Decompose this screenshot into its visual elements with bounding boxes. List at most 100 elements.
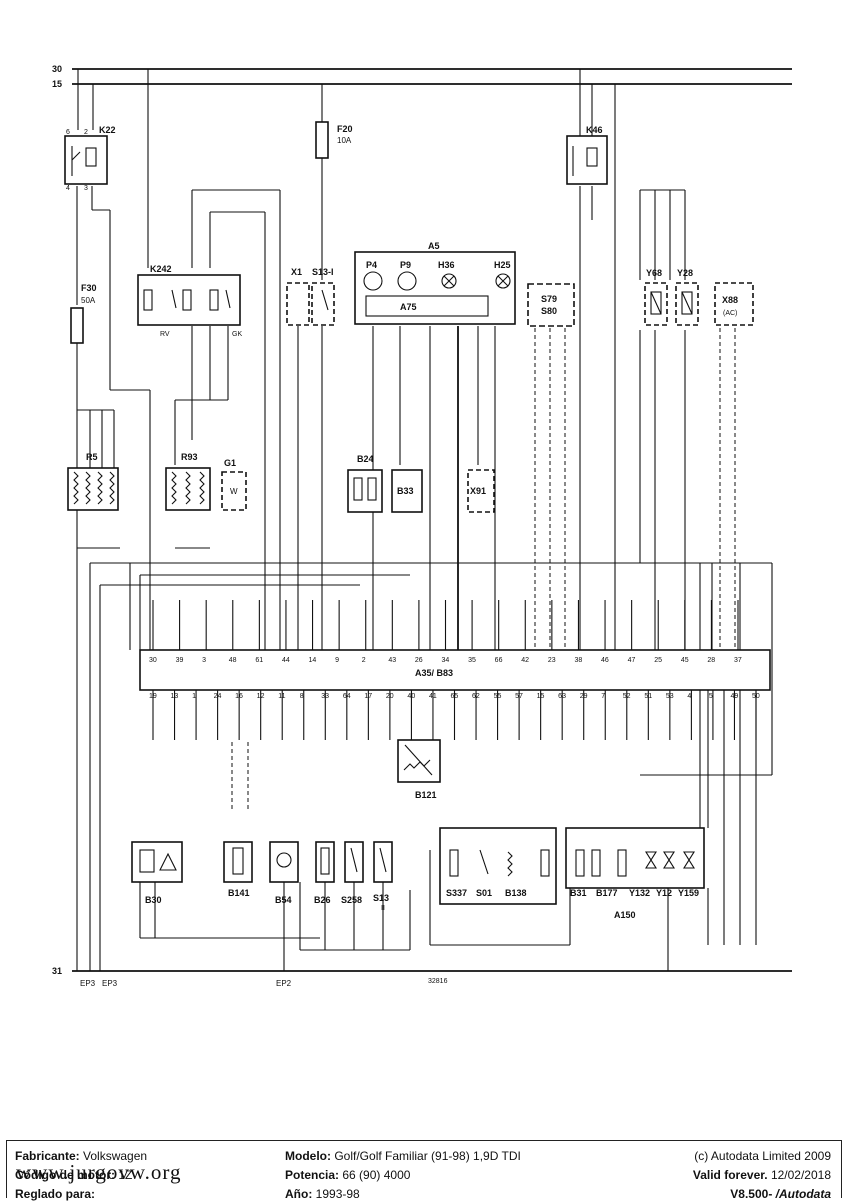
cluster-wires [174, 326, 496, 650]
b26-label: B26 [314, 895, 331, 905]
fuse-f30: F30 50A [70, 283, 97, 344]
h36-label: H36 [438, 260, 455, 270]
relay-k46: K46 [566, 125, 608, 185]
valve-y68: Y68 [644, 268, 668, 326]
b30-label: B30 [145, 895, 162, 905]
f30-label: F30 [81, 283, 97, 293]
wiring-diagram: 30 15 31 [52, 64, 792, 988]
b31-label: B31 [570, 888, 587, 898]
title-block-middle: Modelo: Golf/Golf Familiar (91-98) 1,9D … [285, 1147, 521, 1204]
ecu-pin-top-1: 39 [176, 657, 184, 664]
k22-label: K22 [99, 125, 116, 135]
s337-label: S337 [446, 888, 467, 898]
connector-x91: X91 [467, 469, 495, 513]
heater-r93: R93 [165, 452, 211, 511]
ground-labels: EP3 EP3 EP2 32816 [80, 978, 448, 988]
ecu-pin-top-22: 37 [734, 657, 742, 664]
b141-label: B141 [228, 888, 250, 898]
instrument-cluster-a5: A5 P4 P9 H36 H25 A75 [354, 241, 516, 325]
version: V8.500- [730, 1187, 773, 1201]
s13i-label: S13-I [312, 267, 334, 277]
ecu-pin-top-10: 26 [415, 657, 423, 664]
fabricante-label: Fabricante: [15, 1149, 80, 1163]
valid-label: Valid forever. [692, 1168, 768, 1182]
ecu-pin-top-8: 2 [362, 657, 366, 664]
ecu-pin-top-9: 43 [388, 657, 396, 664]
y12-label: Y12 [656, 888, 672, 898]
ecu-pin-top-14: 42 [521, 657, 529, 664]
ecu-pin-top-16: 38 [574, 657, 582, 664]
watermark: www.jurgovw.org [16, 1160, 182, 1184]
switch-s79-s80: S79 S80 [527, 283, 575, 327]
brand-logo: /Autodata [775, 1187, 831, 1201]
sensor-b26: B26 [314, 841, 335, 905]
sensor-b121: B121 [397, 739, 441, 800]
diagram-ref: 32816 [428, 978, 448, 985]
ecu-pin-top-15: 23 [548, 657, 556, 664]
sensor-b141: B141 [223, 841, 253, 898]
x91-label: X91 [470, 486, 486, 496]
ecu-pin-top-11: 34 [442, 657, 450, 664]
s01-label: S01 [476, 888, 492, 898]
ecu-pin-top-0: 30 [149, 657, 157, 664]
svg-text:4: 4 [66, 185, 70, 192]
y68-label: Y68 [646, 268, 662, 278]
a5-label: A5 [428, 241, 440, 251]
b177-label: B177 [596, 888, 618, 898]
b24-label: B24 [357, 454, 374, 464]
b121-label: B121 [415, 790, 437, 800]
ecu-pin-top-4: 61 [255, 657, 263, 664]
sensor-b54: B54 [269, 841, 299, 905]
ecu-pin-top-13: 66 [495, 657, 503, 664]
x88-note: (AC) [723, 310, 737, 317]
b33-label: B33 [397, 486, 414, 496]
svg-text:6: 6 [66, 129, 70, 136]
ecu-pin-top-18: 47 [628, 657, 636, 664]
ecu-pin-top-21: 28 [707, 657, 715, 664]
a150-label: A150 [614, 910, 636, 920]
s13-label: S13 [373, 893, 389, 903]
ground-wiring [139, 690, 757, 971]
f20-label: F20 [337, 124, 353, 134]
a75-label: A75 [400, 302, 417, 312]
switch-s258: S258 [341, 841, 364, 905]
h25-label: H25 [494, 260, 511, 270]
ano-label: Año: [285, 1187, 313, 1201]
sensor-b30: B30 [131, 841, 183, 905]
heater-r5: R5 [67, 409, 119, 511]
g1-w-label: W [230, 487, 238, 496]
r5-label: R5 [86, 452, 98, 462]
valid-date: 12/02/2018 [770, 1168, 831, 1182]
ecu-pin-bottom-26: 5 [709, 693, 713, 700]
k242-gk-label: GK [232, 331, 242, 338]
title-block-right: (c) Autodata Limited 2009 Valid forever.… [693, 1147, 831, 1204]
f20-rating: 10A [337, 136, 352, 145]
fabricante-value: Volkswagen [83, 1149, 148, 1163]
fuse-f20: F20 10A [315, 121, 353, 159]
rail-15-label: 15 [52, 79, 62, 89]
dashed-wires [231, 328, 736, 810]
k242-label: K242 [150, 264, 172, 274]
s258-label: S258 [341, 895, 362, 905]
bus-wiring [77, 330, 773, 971]
ecu-pin-top-7: 9 [335, 657, 339, 664]
p9-label: P9 [400, 260, 411, 270]
s79-label: S79 [541, 294, 557, 304]
sensor-g1: G1 W [221, 458, 247, 511]
ecu-pin-top-3: 48 [229, 657, 237, 664]
title-block-left: Fabricante: Volkswagen Código de motor: … [15, 1147, 147, 1204]
x88-label: X88 [722, 295, 738, 305]
copyright: (c) Autodata Limited 2009 [694, 1149, 831, 1163]
ecu-pin-bottom-21: 7 [601, 693, 605, 700]
title-block: Fabricante: Volkswagen Código de motor: … [6, 1140, 842, 1201]
y132-label: Y132 [629, 888, 650, 898]
y28-label: Y28 [677, 268, 693, 278]
relay-k242: K242 RV GK [137, 264, 242, 338]
ecu-pin-top-2: 3 [202, 657, 206, 664]
ground-ep3-a: EP3 [80, 979, 96, 988]
rail-31-label: 31 [52, 966, 62, 976]
module-a150: B31 B177 Y132 Y12 Y159 A150 [565, 827, 705, 920]
r93-label: R93 [181, 452, 198, 462]
